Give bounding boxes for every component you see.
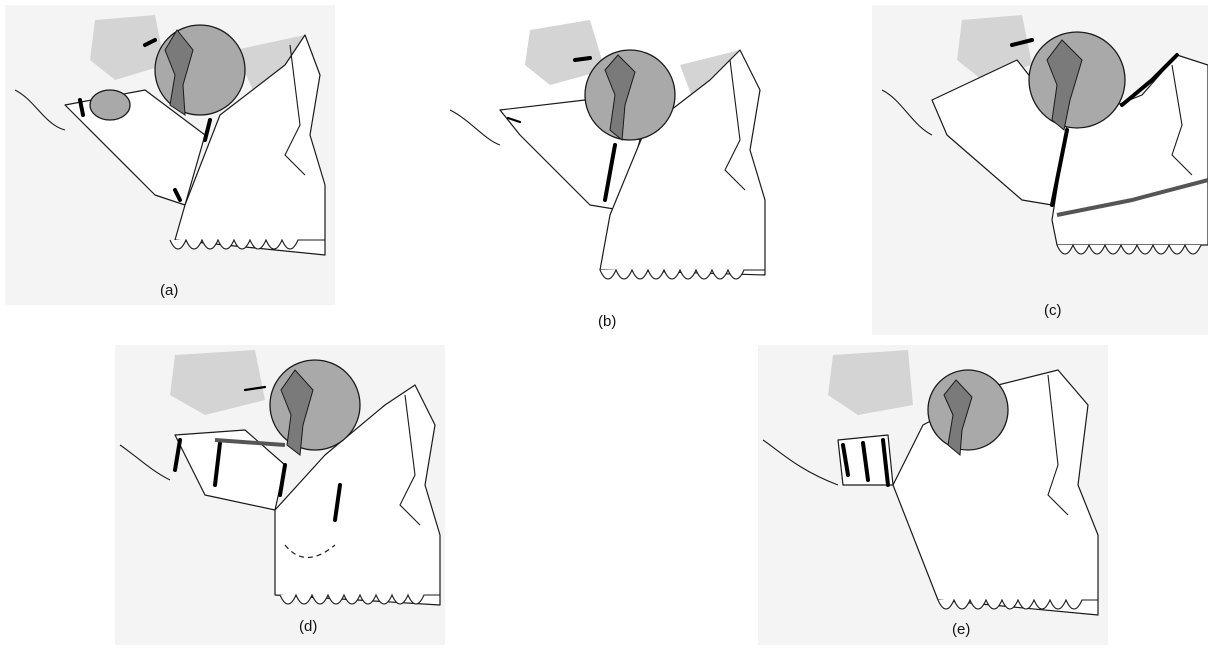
panel-a: (a)	[5, 5, 335, 305]
skull-illustration-b	[440, 10, 770, 340]
caption-a: (a)	[160, 282, 178, 299]
skull-illustration-c	[872, 5, 1208, 335]
caption-b: (b)	[598, 313, 616, 330]
skull-illustration-a	[5, 5, 335, 305]
caption-c: (c)	[1044, 302, 1062, 319]
teeth-b	[600, 270, 765, 279]
panel-c: (c)	[872, 5, 1208, 335]
skull-illustration-e	[758, 345, 1108, 645]
skull-illustration-d	[115, 345, 445, 645]
caption-d: (d)	[299, 618, 317, 635]
panel-d: (d)	[115, 345, 445, 645]
caption-e: (e)	[952, 621, 970, 638]
panel-e: (e)	[758, 345, 1108, 645]
panel-b: (b)	[440, 10, 770, 340]
